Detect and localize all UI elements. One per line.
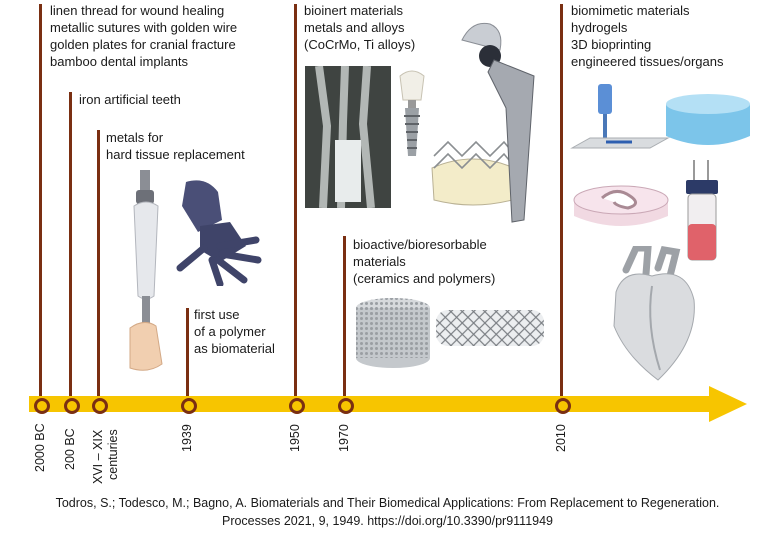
year-label-1950: 1950 bbox=[288, 424, 302, 452]
era-line-2010 bbox=[560, 4, 563, 404]
prosthetic-leg-illustration bbox=[129, 170, 163, 371]
era-line-1939 bbox=[186, 308, 189, 404]
marker-2010 bbox=[555, 398, 571, 414]
robotic-hand-illustration bbox=[176, 180, 262, 286]
year-label-centuries: centuries bbox=[106, 429, 120, 480]
era-line-1970 bbox=[343, 236, 346, 404]
marker-1950 bbox=[289, 398, 305, 414]
wrist-xray-illustration bbox=[305, 66, 391, 208]
marker-200bc bbox=[64, 398, 80, 414]
marker-2000bc bbox=[34, 398, 50, 414]
era-line-xvi-xix bbox=[97, 130, 100, 404]
timeline-arrow bbox=[29, 386, 747, 422]
citation-line-2: Processes 2021, 9, 1949. https://doi.org… bbox=[221, 514, 554, 528]
bioreactor-illustration bbox=[686, 160, 718, 261]
petri-dish-illustration bbox=[573, 185, 669, 226]
year-label-200bc: 200 BC bbox=[63, 428, 77, 470]
marker-1939 bbox=[181, 398, 197, 414]
hip-implant-illustration bbox=[461, 22, 535, 223]
era-line-200bc bbox=[69, 92, 72, 404]
year-label-2000bc: 2000 BC bbox=[33, 423, 47, 472]
dental-implant-illustration bbox=[399, 70, 425, 156]
era-text-200bc: iron artificial teeth bbox=[79, 92, 181, 107]
heart-illustration bbox=[613, 246, 695, 381]
year-label-xvi-xix: XVI – XIX bbox=[91, 429, 105, 484]
marker-1970 bbox=[338, 398, 354, 414]
era-line-2000bc bbox=[39, 4, 42, 404]
year-label-2010: 2010 bbox=[554, 424, 568, 452]
era-line-1950 bbox=[294, 4, 297, 404]
year-label-1939: 1939 bbox=[180, 424, 194, 452]
bioprinting-illustration bbox=[570, 84, 670, 149]
ceramic-scaffold-illustration bbox=[356, 298, 430, 368]
hydrogel-disc-illustration bbox=[666, 94, 750, 145]
year-label-1970: 1970 bbox=[337, 424, 351, 452]
polymer-stent-illustration bbox=[436, 310, 544, 346]
marker-xvi-xix bbox=[92, 398, 108, 414]
citation-line-1: Todros, S.; Todesco, M.; Bagno, A. Bioma… bbox=[55, 496, 720, 510]
